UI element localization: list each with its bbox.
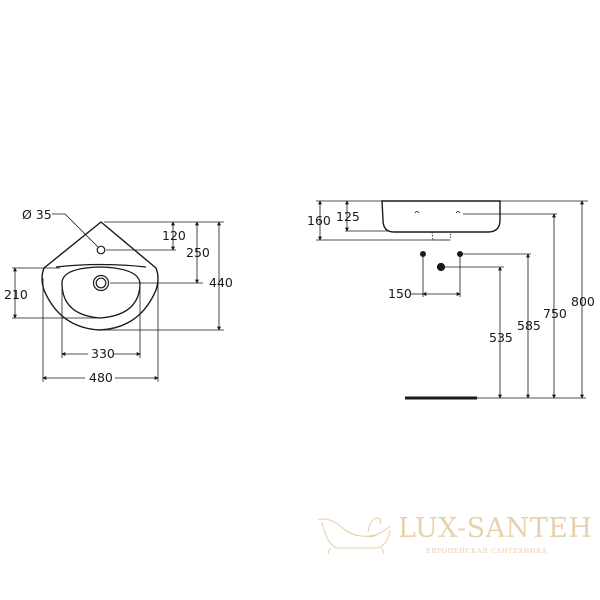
dim-125: 125 (336, 209, 360, 224)
hole-leader (52, 213, 99, 248)
hole-diameter-label: Ø 35 (22, 207, 52, 222)
plan-view (12, 213, 224, 382)
basin-profile (381, 200, 501, 233)
bathtub-icon (317, 517, 391, 555)
dim-585: 585 (517, 318, 541, 333)
tap-hole (96, 245, 106, 255)
drain-inner (95, 277, 107, 289)
drain-outer (92, 274, 110, 292)
dim-210: 210 (4, 287, 28, 302)
dim-150: 150 (388, 286, 412, 301)
dim-330: 330 (91, 346, 115, 361)
dim-250: 250 (186, 245, 210, 260)
side-view (316, 200, 588, 400)
rim-edge (55, 263, 147, 268)
watermark-logo: LUX-SANTEH ЕВРОПЕЙСКАЯ САНТЕХНИКА (317, 513, 592, 555)
dim-535: 535 (489, 330, 513, 345)
dim-480: 480 (89, 370, 113, 385)
dim-120: 120 (162, 228, 186, 243)
dim-160: 160 (307, 213, 331, 228)
brand-name: LUX-SANTEH (398, 513, 592, 544)
dim-440: 440 (209, 275, 233, 290)
brand-tagline: ЕВРОПЕЙСКАЯ САНТЕХНИКА (426, 546, 547, 555)
bowl-outline (61, 266, 141, 319)
dim-800: 800 (571, 294, 595, 309)
waste-stub (431, 231, 452, 241)
dim-750: 750 (543, 306, 567, 321)
